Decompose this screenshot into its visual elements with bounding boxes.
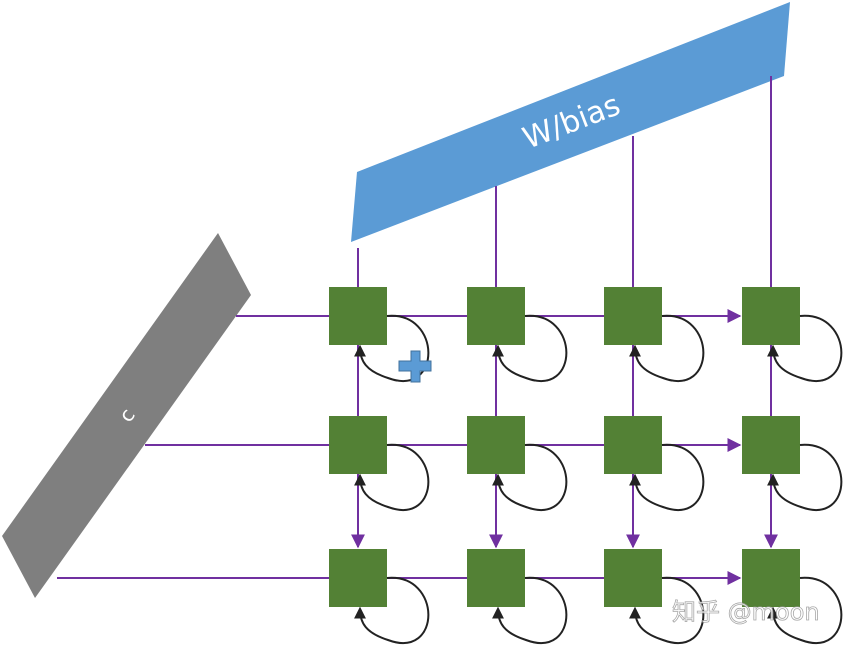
cell-r1-c0 — [329, 416, 387, 474]
cell-r1-c2 — [604, 416, 662, 474]
self-loop-r0-c1 — [492, 314, 568, 382]
cell-r1-c3 — [742, 416, 800, 474]
input-c-shape — [2, 233, 251, 598]
self-loop-r2-c0 — [354, 576, 430, 644]
self-loop-r1-c2 — [629, 443, 705, 511]
cell-r2-c3 — [742, 549, 800, 607]
self-loop-r1-c0 — [354, 443, 430, 511]
cell-r0-c1 — [467, 287, 525, 345]
cell-r0-c0 — [329, 287, 387, 345]
weights-bias-shape — [351, 2, 790, 242]
self-loops — [354, 314, 843, 644]
self-loop-r2-c2 — [629, 576, 705, 644]
watermark-text: 知乎 @moon — [672, 598, 820, 626]
cell-r2-c2 — [604, 549, 662, 607]
self-loop-r0-c0 — [354, 314, 430, 382]
plus-icon — [398, 350, 432, 383]
self-loop-r0-c3 — [767, 314, 843, 382]
cell-r2-c0 — [329, 549, 387, 607]
input-c-block: c — [2, 233, 251, 598]
self-loop-r2-c1 — [492, 576, 568, 644]
cell-r0-c2 — [604, 287, 662, 345]
processing-cells — [329, 287, 800, 607]
plus-shape — [398, 350, 432, 383]
cell-r2-c1 — [467, 549, 525, 607]
self-loop-r2-c3 — [767, 576, 843, 644]
self-loop-r1-c1 — [492, 443, 568, 511]
cell-r1-c1 — [467, 416, 525, 474]
self-loop-r0-c2 — [629, 314, 705, 382]
cell-r0-c3 — [742, 287, 800, 345]
self-loop-r1-c3 — [767, 443, 843, 511]
weights-bias-block: W/bias — [351, 2, 790, 242]
